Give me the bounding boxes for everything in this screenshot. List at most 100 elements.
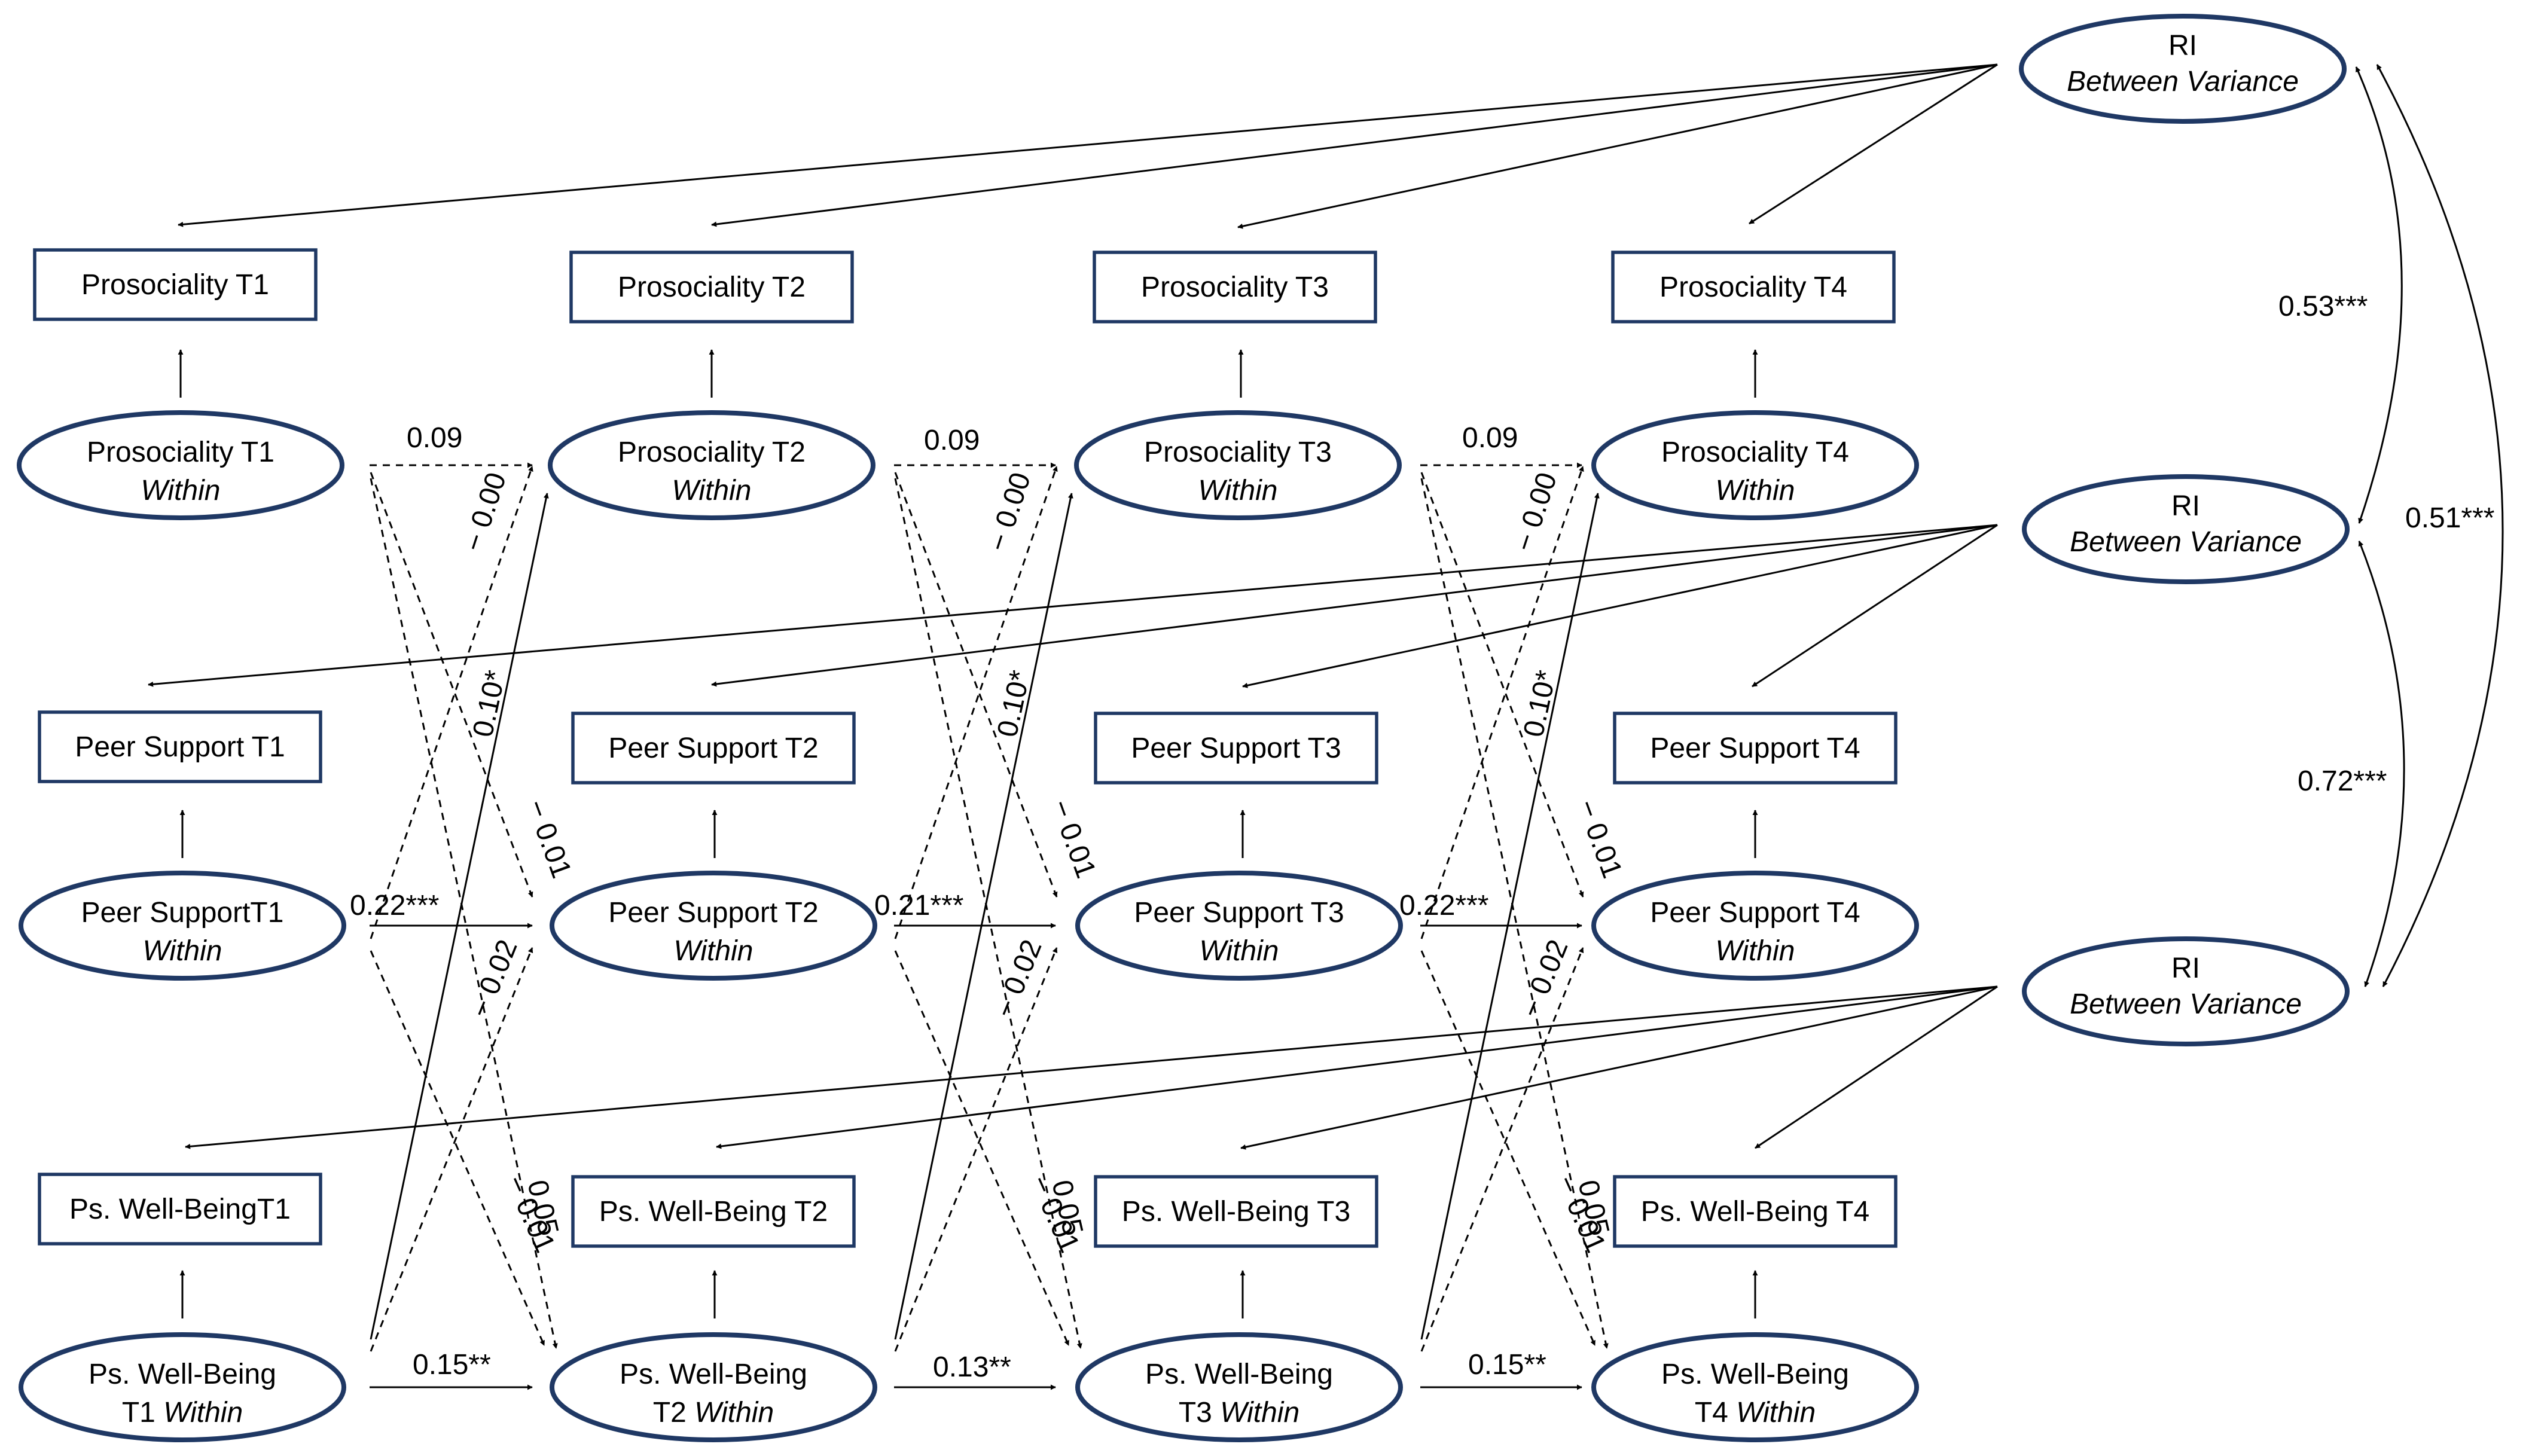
observed-prosociality-t3: Prosociality T3 [1093,251,1377,323]
cross-lagged-paths [370,466,1609,1352]
coef-peer-to-pro: − 0.00 [457,469,512,555]
latent-time-within: T3 Within [1179,1397,1299,1428]
time-label: T2 [653,1397,687,1428]
coef-wb-to-pro: 0.10* [467,668,512,740]
observed-label: Peer Support T2 [608,732,818,764]
observed-label: Prosociality T3 [1141,271,1329,303]
observed-label: Prosociality T1 [81,269,269,301]
random-intercepts: RI Between Variance RI Between Variance … [2019,14,2350,1046]
observed-well-being-t1: Ps. Well-BeingT1 [38,1173,322,1246]
coef-peer-ar: 0.22*** [1399,890,1488,921]
observed-peer-support-t3: Peer Support T3 [1094,712,1378,785]
within-label: Within [163,1397,243,1428]
latent-well-being-t1-within: Ps. Well-Being T1 Within [19,1332,346,1442]
within-label: Within [674,935,753,967]
ri-covariances [2355,64,2504,987]
latent-label: Prosociality T3 [1144,437,1332,468]
ri-prosociality: RI Between Variance [2019,14,2347,124]
latent-peer-support-t3-within: Peer Support T3 Within [1075,871,1403,981]
coef-peer-to-pro: − 0.00 [1508,469,1563,555]
coef-wb-ar: 0.15** [1468,1349,1546,1381]
coef-ri-pro-peer: 0.53*** [2278,291,2368,322]
observed-well-being-t3: Ps. Well-Being T3 [1094,1175,1378,1248]
coef-pro-to-peer: − 0.01 [1045,796,1102,883]
coef-wb-to-peer: − 0.02 [1515,935,1575,1022]
observed-label: Ps. Well-Being T2 [599,1196,828,1228]
coef-peer-ar: 0.21*** [874,890,963,921]
within-latents: Prosociality T1 Within Prosociality T2 W… [17,410,1919,1442]
latent-label: Ps. Well-Being [89,1359,276,1390]
coef-wb-to-pro: 0.10* [992,668,1036,740]
latent-well-being-t4-within: Ps. Well-Being T4 Within [1591,1332,1919,1442]
coef-wb-ar: 0.15** [413,1349,491,1381]
latent-time-within: T4 Within [1695,1397,1816,1428]
latent-label: Ps. Well-Being [1661,1359,1849,1390]
latent-label: Peer Support T4 [1650,897,1860,929]
coef-ri-peer-wb: 0.72*** [2298,765,2387,797]
observed-prosociality-t1: Prosociality T1 [33,248,318,321]
observed-well-being-t2: Ps. Well-Being T2 [571,1175,856,1248]
latent-peer-support-t2-within: Peer Support T2 Within [550,871,877,981]
coef-pro-ar: 0.09 [1462,422,1518,454]
latent-time-within: T2 Within [653,1397,774,1428]
ri-between-label: Between Variance [2070,526,2302,558]
observed-well-being-t4: Ps. Well-Being T4 [1613,1175,1897,1248]
latent-peer-support-t4-within: Peer Support T4 Within [1591,871,1919,981]
coef-peer-to-pro: − 0.00 [982,469,1037,555]
autoregressive-paths [370,462,1582,1390]
coef-wb-to-peer: − 0.02 [989,935,1048,1022]
observed-label: Ps. Well-Being T3 [1122,1196,1350,1228]
ri-between-label: Between Variance [2070,988,2302,1020]
coef-wb-to-pro: 0.10* [1518,668,1563,740]
coef-pro-ar: 0.09 [407,422,462,454]
latent-label: Peer SupportT1 [81,897,284,929]
observed-label: Peer Support T1 [75,731,285,763]
within-label: Within [1220,1397,1299,1428]
latent-prosociality-t2-within: Prosociality T2 Within [548,410,875,520]
observed-prosociality-t2: Prosociality T2 [569,251,854,323]
ri-well-being: RI Between Variance [2022,936,2350,1046]
within-label: Within [694,1397,774,1428]
observed-label: Ps. Well-Being T4 [1641,1196,1869,1228]
within-label: Within [1200,935,1279,967]
within-loadings [178,349,1758,1318]
observed-peer-support-t4: Peer Support T4 [1613,712,1897,785]
within-label: Within [1736,1397,1816,1428]
within-label: Within [1716,935,1795,967]
ri-label: RI [2168,30,2197,62]
observed-peer-support-t2: Peer Support T2 [571,712,856,785]
observed-label: Peer Support T4 [1650,732,1860,764]
coef-peer-ar: 0.22*** [350,890,439,921]
within-label: Within [672,475,752,506]
latent-label: Ps. Well-Being [620,1359,807,1390]
coef-pro-to-peer: − 0.01 [520,796,578,883]
ri-label: RI [2171,953,2200,984]
coef-wb-ar: 0.13** [933,1351,1011,1383]
coef-wb-to-peer: − 0.02 [464,935,524,1022]
latent-prosociality-t4-within: Prosociality T4 Within [1591,410,1919,520]
latent-label: Prosociality T4 [1661,437,1849,468]
time-label: T1 [122,1397,155,1428]
observed-prosociality-t4: Prosociality T4 [1611,251,1896,323]
latent-well-being-t3-within: Ps. Well-Being T3 Within [1075,1332,1403,1442]
coef-ri-pro-wb: 0.51*** [2405,502,2494,534]
ri-label: RI [2171,490,2200,522]
ri-peer-support: RI Between Variance [2022,474,2350,584]
within-label: Within [1716,475,1795,506]
within-label: Within [143,935,222,967]
observed-label: Ps. Well-BeingT1 [69,1194,291,1225]
latent-peer-support-t1-within: Peer SupportT1 Within [19,871,346,981]
latent-label: Ps. Well-Being [1145,1359,1333,1390]
time-label: T3 [1179,1397,1212,1428]
observed-variables: Prosociality T1 Prosociality T2 Prosocia… [33,248,1897,1248]
observed-label: Prosociality T2 [618,271,806,303]
observed-label: Peer Support T3 [1131,732,1341,764]
within-label: Within [1198,475,1278,506]
latent-label: Prosociality T2 [618,437,806,468]
latent-prosociality-t3-within: Prosociality T3 Within [1074,410,1402,520]
ri-between-label: Between Variance [2067,66,2299,97]
observed-peer-support-t1: Peer Support T1 [38,710,322,783]
latent-label: Peer Support T2 [608,897,818,929]
time-label: T4 [1695,1397,1728,1428]
observed-label: Prosociality T4 [1659,271,1847,303]
